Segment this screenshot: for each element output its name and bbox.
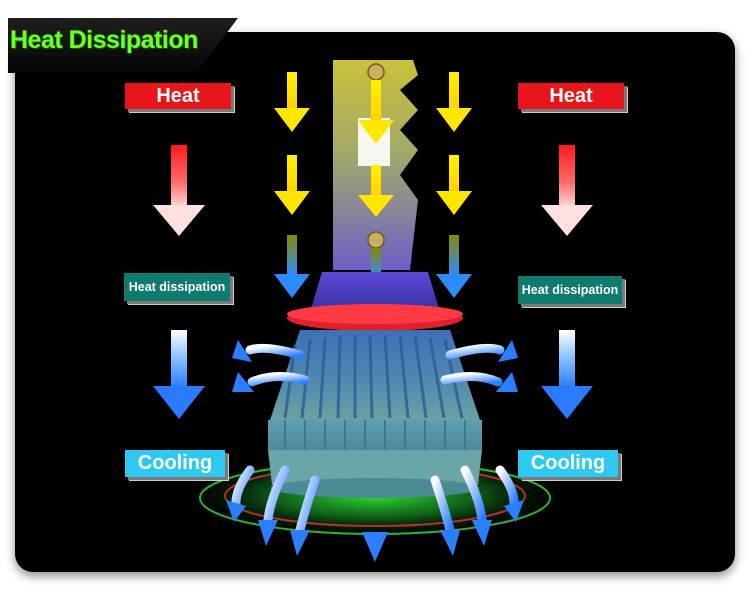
heat-label-left: Heat — [125, 83, 231, 109]
led-bulb-image — [268, 60, 482, 498]
airflow-arrowheads — [226, 340, 524, 562]
cooling-label-right: Cooling — [518, 450, 618, 477]
cooling-label-left: Cooling — [125, 450, 225, 477]
cooling-arrow-icon-right — [541, 330, 593, 419]
heat-dissipation-label-right: Heat dissipation — [518, 276, 622, 304]
heat-label-right: Heat — [518, 83, 624, 109]
title-tab — [8, 18, 238, 73]
page-title: Heat Dissipation — [10, 26, 198, 54]
heat-arrow-icon-left — [153, 145, 205, 236]
airflow-arrow-icon-curved — [231, 343, 519, 540]
cooling-arrow-icon-left — [153, 330, 205, 419]
airflow-arrow-icon-left — [274, 72, 310, 298]
airflow-arrow-icon-right — [436, 72, 472, 298]
heat-dissipation-label-left: Heat dissipation — [124, 273, 230, 301]
heat-arrow-icon-right — [541, 145, 593, 236]
